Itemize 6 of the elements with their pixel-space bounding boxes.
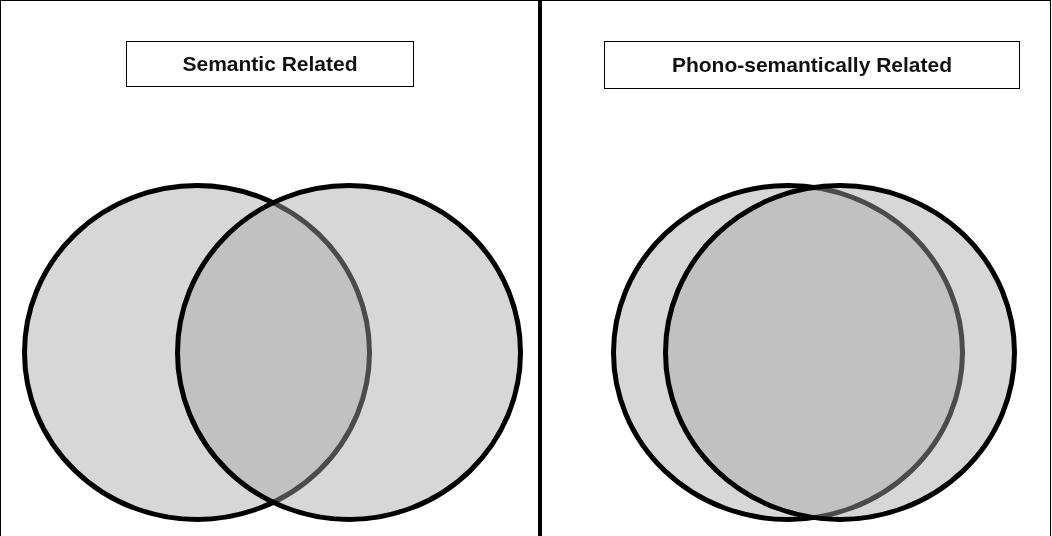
venn-circle	[663, 183, 1017, 522]
heading-text: Semantic Related	[182, 52, 358, 76]
heading-text: Phono-semantically Related	[671, 53, 953, 77]
title-box	[126, 41, 414, 87]
title-box	[604, 41, 1020, 89]
venn-circle	[175, 183, 523, 522]
